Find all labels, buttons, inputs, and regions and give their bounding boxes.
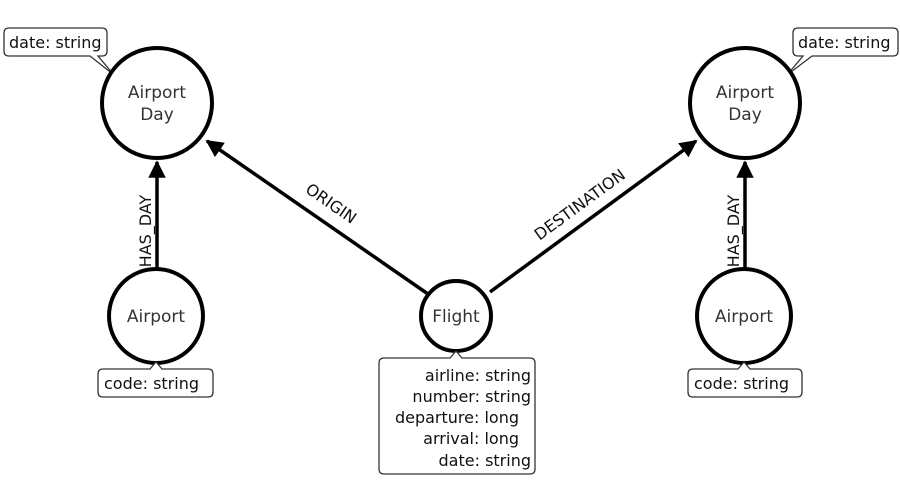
property-label: airline: string: [425, 366, 531, 385]
edge-label-origin: ORIGIN: [302, 179, 360, 227]
node-airport-day-right: date: string Airport Day: [688, 27, 899, 160]
node-label: Flight: [432, 307, 480, 327]
node-label: Airport: [715, 307, 774, 327]
edge-destination: DESTINATION: [488, 139, 698, 294]
property-label: departure: long: [395, 408, 519, 427]
property-label: code: string: [694, 374, 789, 393]
node-airport-left: Airport code: string: [97, 267, 214, 398]
node-airport-right: Airport code: string: [687, 267, 803, 398]
property-callout: [786, 27, 899, 76]
property-label: number: string: [412, 387, 531, 406]
node-label: Day: [140, 105, 174, 125]
property-callout: [687, 361, 803, 398]
property-label: date: string: [9, 33, 101, 52]
edge-label-destination: DESTINATION: [531, 165, 629, 244]
node-label: Airport: [128, 83, 187, 103]
property-label: date: string: [439, 451, 531, 470]
node-label: Airport: [127, 307, 186, 327]
node-airport-day-left: date: string Airport Day: [3, 27, 214, 160]
edge-has-day-left: HAS_DAY: [136, 160, 166, 268]
edge-has-day-right: HAS_DAY: [724, 160, 754, 268]
property-callout: [378, 350, 536, 475]
node-flight: Flight airline: string number: string de…: [378, 279, 536, 475]
property-label: code: string: [104, 374, 199, 393]
node-label: Day: [728, 105, 762, 125]
property-label: date: string: [798, 33, 890, 52]
property-label: arrival: long: [423, 429, 519, 448]
edge-label-has-day-right: HAS_DAY: [724, 194, 744, 267]
node-label: Airport: [716, 83, 775, 103]
property-callout: [3, 27, 115, 76]
edge-label-has-day-left: HAS_DAY: [136, 194, 156, 267]
edge-origin: ORIGIN: [205, 139, 429, 296]
property-callout: [97, 361, 214, 398]
